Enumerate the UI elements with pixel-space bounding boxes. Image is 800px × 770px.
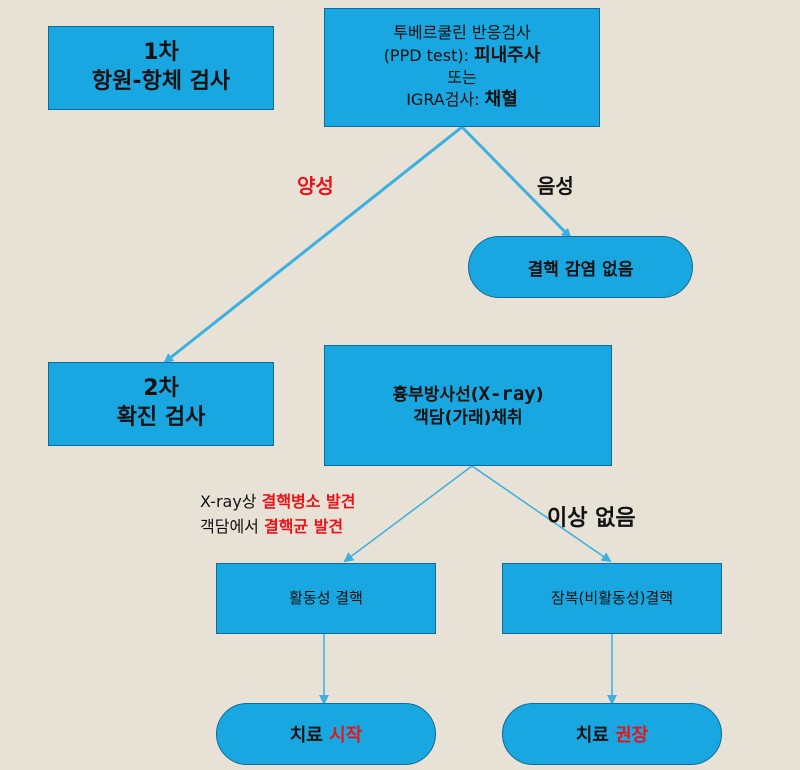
treat-recommend-pill: 치료 권장 xyxy=(502,703,722,765)
label-negative: 음성 xyxy=(537,174,574,198)
xray-line1: 흉부방사선(X-ray) xyxy=(392,383,544,406)
test-line1: 투베르쿨린 반응검사 xyxy=(393,23,531,43)
label-positive: 양성 xyxy=(297,174,334,198)
arrow-to-latent xyxy=(471,465,612,563)
test-line4: IGRA검사: 채혈 xyxy=(406,89,518,111)
test-line3: 또는 xyxy=(447,67,477,87)
treat-start-pill: 치료 시작 xyxy=(216,703,436,765)
label-findings: X-ray상 결핵병소 발견 객담에서 결핵균 발견 xyxy=(200,492,356,536)
label-normal: 이상 없음 xyxy=(547,506,636,531)
xray-box: 흉부방사선(X-ray) 객담(가래)채취 xyxy=(324,345,612,466)
stage2-title: 2차 xyxy=(143,376,179,402)
arrow-to-active xyxy=(343,465,473,563)
stage2-box: 2차 확진 검사 xyxy=(48,362,274,446)
stage2-subtitle: 확진 검사 xyxy=(116,405,206,430)
active-tb-box: 활동성 결핵 xyxy=(216,563,436,634)
no-infection-pill: 결핵 감염 없음 xyxy=(468,236,693,298)
stage1-title: 1차 xyxy=(143,40,179,66)
arrow-to-stage2 xyxy=(163,125,463,364)
latent-tb-box: 잠복(비활동성)결핵 xyxy=(502,563,722,634)
stage1-subtitle: 항원-항체 검사 xyxy=(91,69,231,94)
test-line2: (PPD test): 피내주사 xyxy=(383,45,541,67)
test-box: 투베르쿨린 반응검사 (PPD test): 피내주사 또는 IGRA검사: 채… xyxy=(324,8,600,127)
xray-line2: 객담(가래)채취 xyxy=(413,407,523,428)
stage1-box: 1차 항원-항체 검사 xyxy=(48,26,274,110)
arrow-to-no-infection xyxy=(460,125,572,239)
